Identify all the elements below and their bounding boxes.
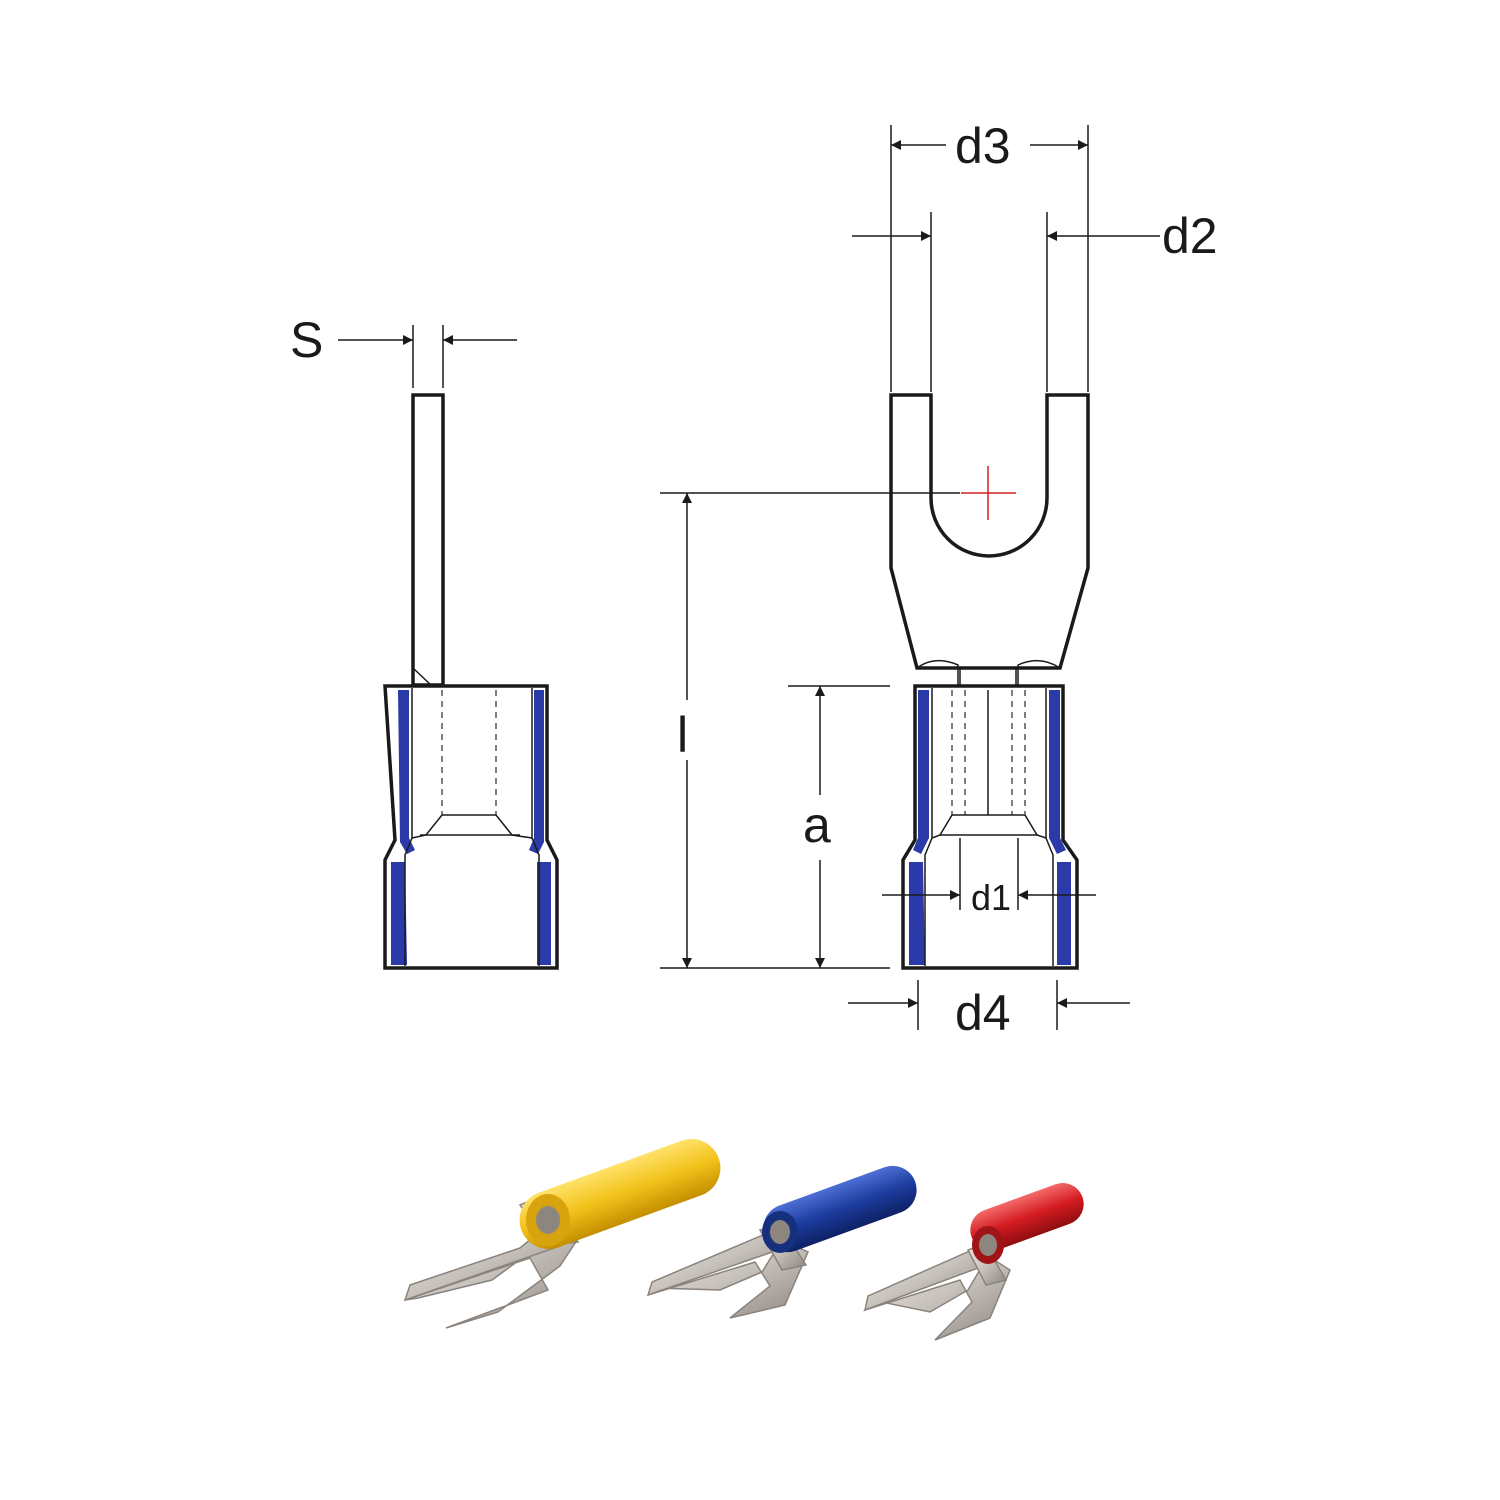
front-view-insulation-right-upper — [1049, 690, 1066, 854]
front-view-sleeve — [901, 684, 1079, 970]
side-view-insulation-right-lower — [537, 862, 551, 965]
product-red-terminal — [863, 1183, 1084, 1341]
blue-sleeve — [763, 1165, 917, 1253]
side-view-insulation-left-upper — [398, 690, 415, 854]
dimension-a-label: a — [803, 797, 831, 853]
front-view-insulation-left-upper — [913, 690, 929, 854]
side-view-insulation-right-upper — [529, 690, 544, 854]
dimension-d2-label: d2 — [1162, 208, 1218, 264]
product-yellow-terminal — [403, 1139, 721, 1329]
dimension-l-label: l — [677, 707, 688, 763]
dimension-d4-label: d4 — [955, 985, 1011, 1041]
side-view-sleeve — [383, 684, 559, 970]
dimension-s-label: S — [290, 312, 323, 368]
front-view-insulation-left-lower — [909, 862, 925, 965]
front-view-insulation-right-lower — [1057, 862, 1071, 965]
front-view-fork — [889, 393, 1090, 670]
side-view-insulation-left-lower — [391, 862, 407, 965]
side-view-blade — [411, 393, 445, 687]
dimension-d3-label: d3 — [955, 118, 1011, 174]
product-photos — [403, 1139, 1084, 1341]
product-blue-terminal — [646, 1165, 917, 1319]
dimension-d1-label: d1 — [971, 877, 1011, 918]
front-view: d3 d2 l a d1 d4 — [660, 118, 1218, 1041]
side-view-blade-bevel — [412, 667, 433, 687]
side-view: S — [290, 312, 559, 970]
